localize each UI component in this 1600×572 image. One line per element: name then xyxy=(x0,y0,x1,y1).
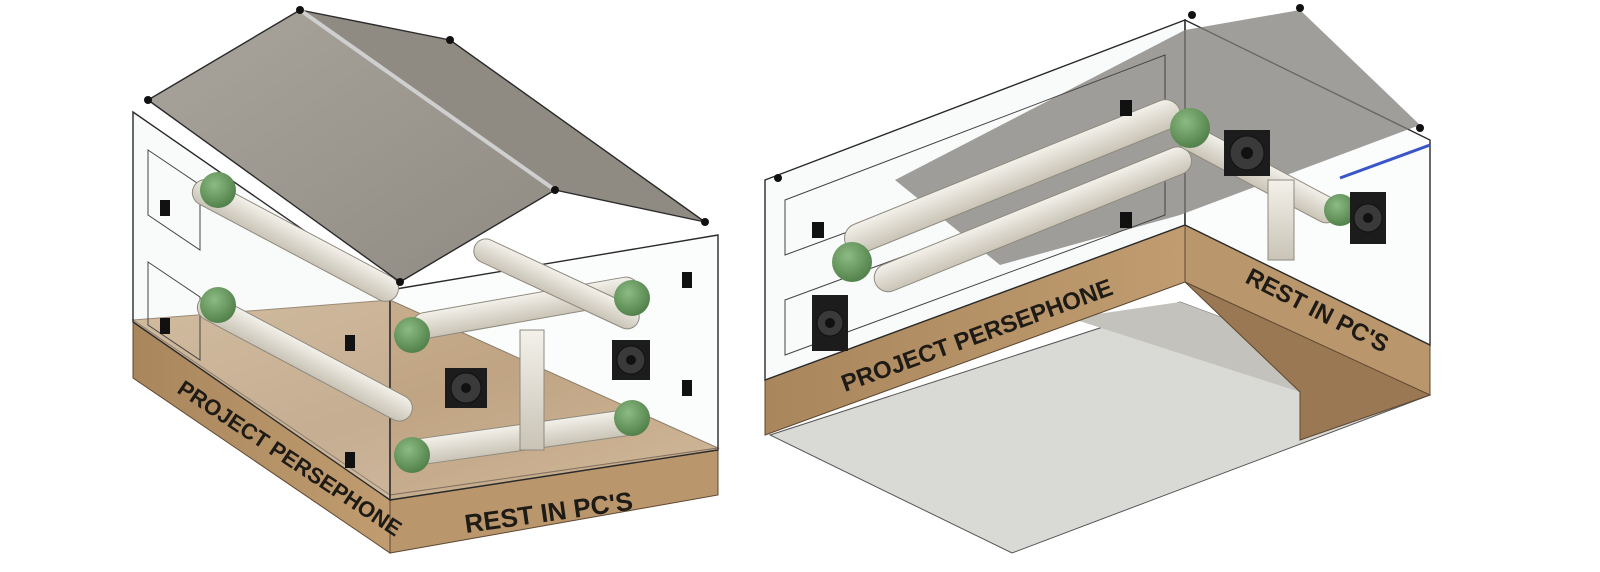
panel-clip-icon xyxy=(345,335,355,351)
panel-clip-icon xyxy=(682,272,692,288)
pipe-elbow-icon xyxy=(394,437,430,473)
fan-icon xyxy=(612,340,650,380)
pipe-elbow-icon xyxy=(832,242,872,282)
panel-clip-icon xyxy=(682,380,692,396)
bottom-view: PROJECT PERSEPHONE REST IN PC'S xyxy=(764,4,1432,554)
pipe-assembly xyxy=(832,99,1356,293)
panel-clip-icon xyxy=(345,452,355,468)
front-view: PROJECT PERSEPHONE REST IN PC'S xyxy=(131,6,720,554)
pipe-elbow-icon xyxy=(200,172,236,208)
fan-icon xyxy=(445,368,487,408)
pipe-elbow-icon xyxy=(614,400,650,436)
roof-ridge xyxy=(298,8,557,192)
fan-icon xyxy=(1224,130,1270,176)
pipe-assembly xyxy=(191,172,650,473)
pipe-elbow-icon xyxy=(394,317,430,353)
panel-clip-icon xyxy=(1120,212,1132,228)
panel-clip-icon xyxy=(1120,100,1132,116)
accent-rail xyxy=(1339,143,1431,180)
pipe-elbow-icon xyxy=(1170,108,1210,148)
pipe-elbow-icon xyxy=(1324,194,1356,226)
panel-clip-icon xyxy=(812,222,824,238)
pipe-elbow-icon xyxy=(200,287,236,323)
fan-icon xyxy=(1350,192,1386,244)
base-front-right-face xyxy=(389,447,719,554)
pipe-elbow-icon xyxy=(614,280,650,316)
panel-clip-icon xyxy=(160,318,170,334)
panel-cutout-outline xyxy=(147,149,201,361)
roof-underside xyxy=(895,10,1420,265)
panel-clip-icon xyxy=(160,200,170,216)
fan-icon xyxy=(812,295,848,351)
